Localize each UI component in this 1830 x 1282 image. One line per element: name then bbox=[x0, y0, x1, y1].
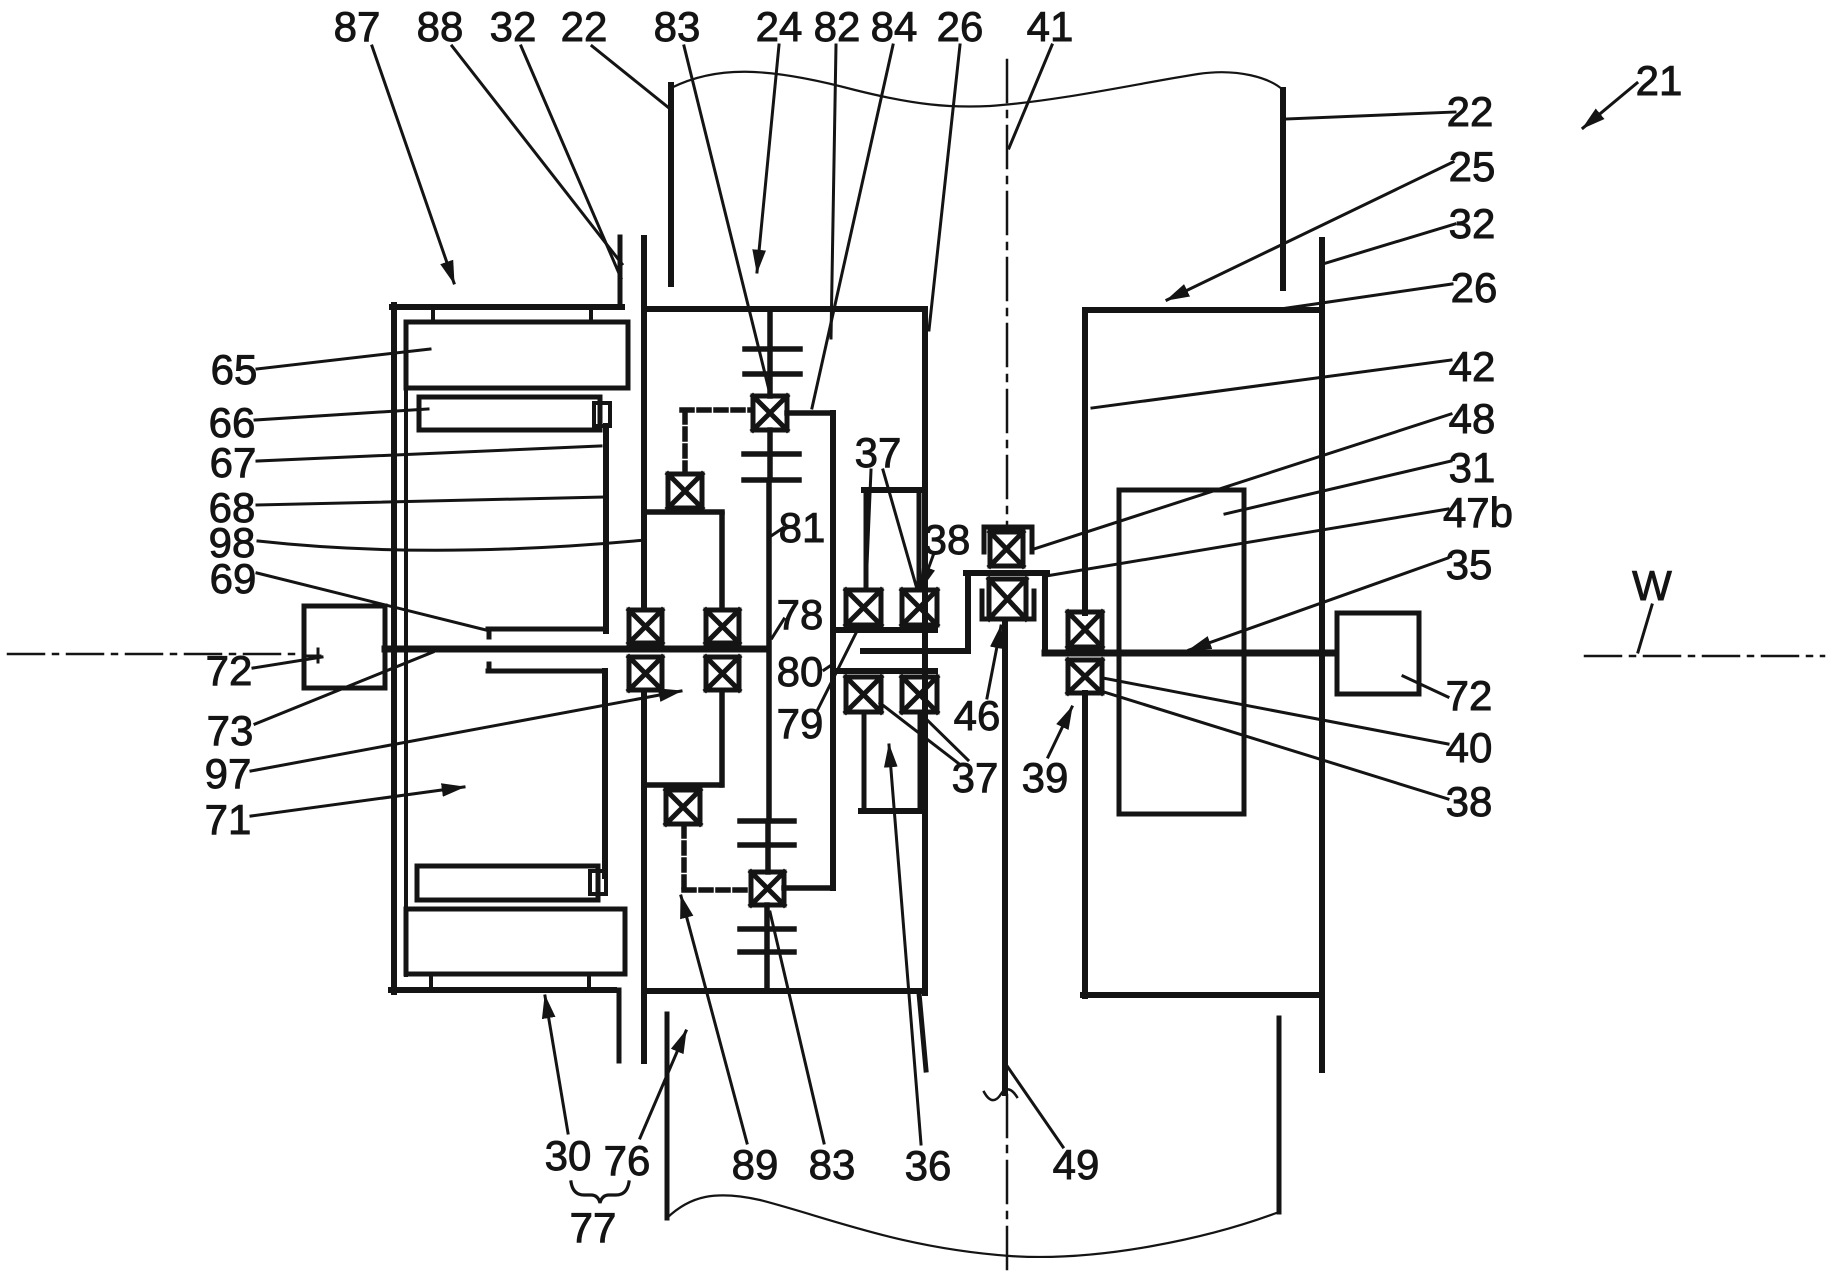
svg-text:73: 73 bbox=[207, 707, 254, 754]
svg-text:37: 37 bbox=[855, 429, 902, 476]
svg-text:77: 77 bbox=[570, 1204, 617, 1251]
svg-text:66: 66 bbox=[209, 399, 256, 446]
svg-text:82: 82 bbox=[814, 3, 861, 50]
svg-text:49: 49 bbox=[1053, 1141, 1100, 1188]
svg-text:83: 83 bbox=[654, 3, 701, 50]
svg-text:40: 40 bbox=[1446, 724, 1493, 771]
svg-text:46: 46 bbox=[954, 692, 1001, 739]
svg-text:41: 41 bbox=[1027, 3, 1074, 50]
svg-text:25: 25 bbox=[1449, 143, 1496, 190]
svg-text:47b: 47b bbox=[1443, 489, 1513, 536]
svg-text:37: 37 bbox=[952, 754, 999, 801]
svg-text:31: 31 bbox=[1449, 444, 1496, 491]
svg-text:26: 26 bbox=[1451, 264, 1498, 311]
svg-text:30: 30 bbox=[545, 1132, 592, 1179]
svg-text:88: 88 bbox=[417, 3, 464, 50]
svg-text:81: 81 bbox=[779, 504, 826, 551]
svg-text:84: 84 bbox=[871, 3, 918, 50]
svg-text:W: W bbox=[1632, 562, 1672, 609]
svg-text:89: 89 bbox=[732, 1141, 779, 1188]
svg-text:97: 97 bbox=[205, 750, 252, 797]
svg-text:32: 32 bbox=[1449, 200, 1496, 247]
svg-text:26: 26 bbox=[937, 3, 984, 50]
svg-text:72: 72 bbox=[1446, 672, 1493, 719]
svg-text:80: 80 bbox=[777, 648, 824, 695]
svg-text:38: 38 bbox=[924, 516, 971, 563]
svg-text:65: 65 bbox=[211, 346, 258, 393]
svg-text:83: 83 bbox=[809, 1141, 856, 1188]
svg-text:24: 24 bbox=[756, 3, 803, 50]
svg-text:39: 39 bbox=[1022, 754, 1069, 801]
svg-text:32: 32 bbox=[490, 3, 537, 50]
svg-text:48: 48 bbox=[1449, 395, 1496, 442]
svg-text:72: 72 bbox=[206, 647, 253, 694]
svg-text:71: 71 bbox=[205, 796, 252, 843]
svg-text:98: 98 bbox=[209, 519, 256, 566]
svg-text:38: 38 bbox=[1446, 778, 1493, 825]
svg-text:67: 67 bbox=[210, 439, 257, 486]
svg-text:21: 21 bbox=[1636, 57, 1683, 104]
svg-text:76: 76 bbox=[604, 1137, 651, 1184]
svg-text:87: 87 bbox=[334, 3, 381, 50]
svg-text:69: 69 bbox=[210, 555, 257, 602]
svg-text:42: 42 bbox=[1449, 343, 1496, 390]
svg-text:79: 79 bbox=[777, 700, 824, 747]
svg-text:68: 68 bbox=[209, 484, 256, 531]
svg-text:36: 36 bbox=[905, 1142, 952, 1189]
svg-text:22: 22 bbox=[1447, 88, 1494, 135]
svg-text:22: 22 bbox=[561, 3, 608, 50]
svg-text:78: 78 bbox=[777, 591, 824, 638]
svg-text:35: 35 bbox=[1446, 541, 1493, 588]
